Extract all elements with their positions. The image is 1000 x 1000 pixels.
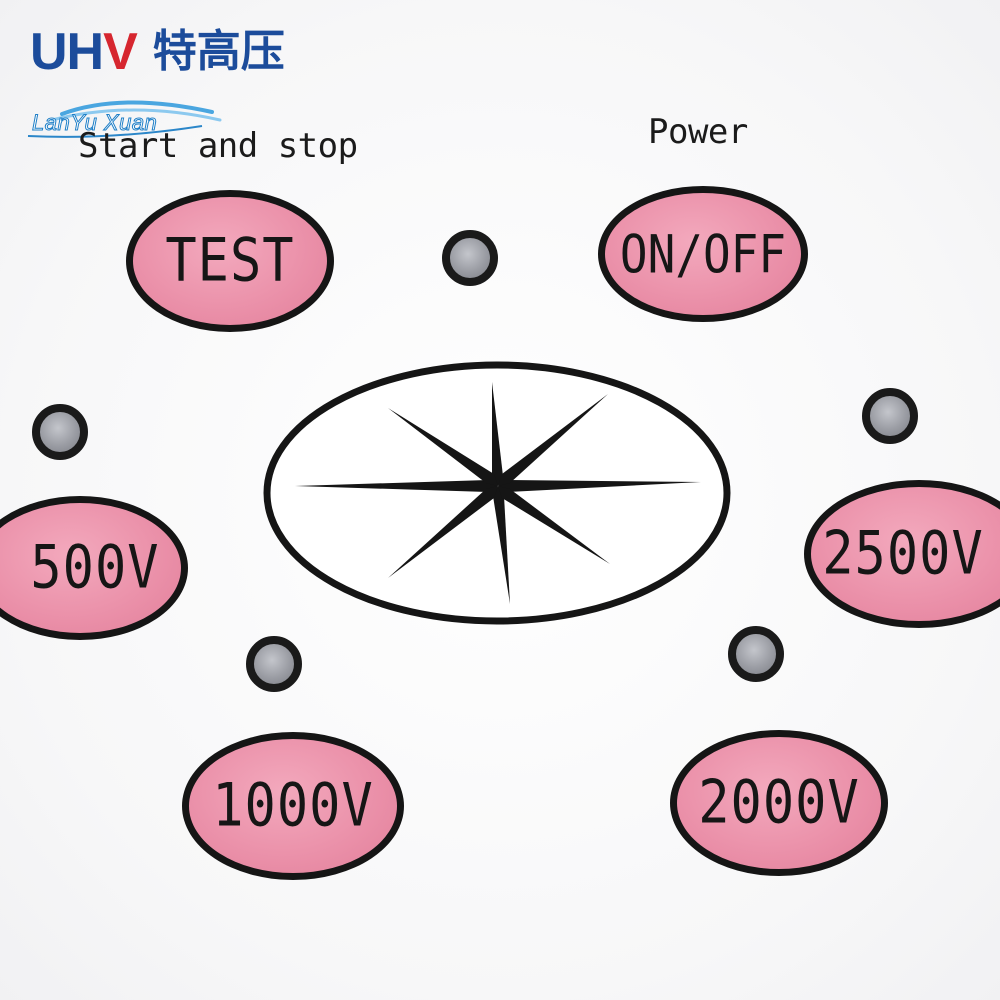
power-button-label: ON/OFF [619,222,787,286]
voltage-500v-button[interactable]: 500V [0,496,188,640]
voltage-2500v-indicator-led-icon [862,388,918,444]
brand-logo: UHV 特高压 [30,22,285,82]
voltage-2000v-label: 2000V [698,768,860,838]
brand-logo-main: UH [30,23,104,81]
voltage-500v-indicator-led-icon [32,404,88,460]
voltage-1000v-indicator-led-icon [246,636,302,692]
watermark: LanYu Xuan [22,96,222,144]
voltage-500v-label: 500V [30,533,160,603]
start-stop-label: Start and stop [78,126,358,166]
brand-logo-accent: V [103,23,138,81]
power-button[interactable]: ON/OFF [598,186,808,322]
test-indicator-led-icon [442,230,498,286]
voltage-1000v-button[interactable]: 1000V [182,732,404,880]
test-button-label: TEST [165,226,295,296]
voltage-2000v-indicator-led-icon [728,626,784,682]
voltage-1000v-label: 1000V [212,771,374,841]
brand-logo-latin: UHV [30,23,138,81]
power-label: Power [648,112,748,152]
eight-point-star-icon [263,361,731,625]
voltage-2500v-button[interactable]: 2500V [804,480,1000,628]
voltage-2000v-button[interactable]: 2000V [670,730,888,876]
watermark-text: LanYu Xuan [31,110,158,136]
brand-logo-chinese: 特高压 [152,26,285,77]
test-button[interactable]: TEST [126,190,334,332]
watermark-swoosh-icon [27,100,222,138]
voltage-2500v-label: 2500V [822,519,984,589]
